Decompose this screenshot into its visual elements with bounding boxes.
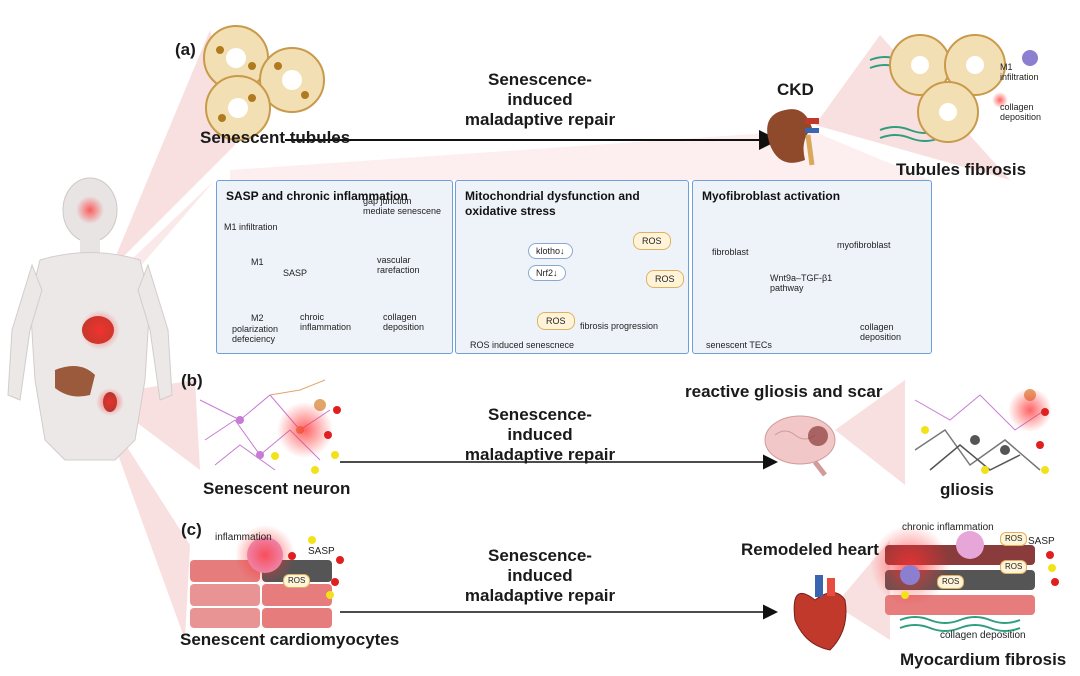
myofibroblast-label: myofibroblast — [837, 240, 891, 250]
arrow-a-text: Senescence- induced maladaptive repair — [464, 70, 616, 129]
senescent-tecs-label: senescent TECs — [706, 340, 772, 350]
gap-junction-label: gap junction mediate senescene — [363, 196, 442, 216]
funnel-a — [110, 30, 235, 270]
senescent-tubules-illustration — [203, 25, 325, 141]
human-body-icon — [7, 177, 173, 461]
box3-collagen-label: collagen deposition — [860, 322, 902, 342]
pathway-label: Wnt9a–TGF-β1 pathway — [770, 273, 833, 293]
ros-badge-3: ROS — [537, 312, 575, 330]
senescent-cardiomyocytes-illustration — [190, 525, 344, 628]
funnel-brain — [835, 380, 905, 485]
brain-icon — [764, 415, 836, 477]
ros-c-right-2: ROS — [937, 575, 965, 589]
fibrosis-progression-label: fibrosis progression — [580, 321, 659, 331]
box1-collagen-label: collagen deposition — [383, 312, 425, 332]
remodeled-heart-label: Remodeled heart — [741, 540, 879, 559]
panel-a-label: (a) — [175, 40, 196, 59]
ros-badge-1: ROS — [633, 232, 671, 250]
funnel-c — [100, 405, 190, 640]
m1-infiltration-label: M1 infiltration — [224, 222, 278, 232]
gliosis-illustration — [914, 388, 1052, 474]
ros-induced-label: ROS induced senescnece — [470, 340, 575, 350]
ros-c-left: ROS — [283, 574, 311, 588]
ckd-label: CKD — [777, 80, 814, 99]
box-sasp-title: SASP and chronic inflammation — [226, 189, 408, 203]
m2-label: M2 — [251, 313, 264, 323]
ros-badge-2: ROS — [646, 270, 684, 288]
senescent-neuron-illustration — [199, 379, 341, 474]
senescent-neuron-label: Senescent neuron — [203, 479, 351, 498]
arrow-c-text: Senescence- induced maladaptive repair — [464, 546, 616, 605]
gliosis-label: gliosis — [940, 480, 994, 499]
klotho-label: klotho↓ — [528, 243, 573, 259]
myocardium-fibrosis-label: Myocardium fibrosis — [900, 650, 1067, 669]
fibroblast-label: fibroblast — [712, 247, 749, 257]
box-sasp: SASP and chronic inflammation — [216, 180, 453, 354]
sasp-c-right-label: SASP — [1028, 536, 1055, 547]
ros-c-right-3: ROS — [1000, 560, 1028, 574]
box-myofibroblast: Myofibroblast activation — [692, 180, 932, 354]
m1-label: M1 — [251, 257, 264, 267]
tubules-fibrosis-illustration — [869, 34, 1038, 143]
m1-infiltration-annotation: M1 infiltration — [1000, 62, 1039, 82]
funnel-ckd-box — [230, 130, 930, 180]
box-mitochondria-title: Mitochondrial dysfunction and oxidative … — [465, 189, 640, 218]
vascular-rarefaction-label: vascular rarefaction — [377, 255, 420, 275]
inflammation-label: inflammation — [215, 532, 272, 543]
box-myofibroblast-title: Myofibroblast activation — [702, 189, 841, 203]
nrf2-label: Nrf2↓ — [528, 265, 566, 281]
chronic-inflammation-c-label: chronic inflammation — [902, 522, 994, 533]
funnel-ckd — [815, 35, 1010, 180]
sasp-label: SASP — [283, 268, 308, 278]
kidney-icon — [767, 109, 819, 166]
tubules-fibrosis-label: Tubules fibrosis — [896, 160, 1027, 179]
panel-b-label: (b) — [181, 371, 203, 390]
chronic-inflammation-label: chroic inflammation — [300, 312, 352, 332]
m2-note: polarization defeciency — [232, 324, 279, 344]
collagen-deposition-c-label: collagen deposition — [940, 630, 1026, 641]
heart-icon — [793, 575, 847, 651]
ros-c-right-1: ROS — [1000, 532, 1028, 546]
arrow-b-text: Senescence- induced maladaptive repair — [464, 405, 616, 464]
collagen-deposition-annotation: collagen deposition — [1000, 102, 1042, 122]
senescent-cardiomyocytes-label: Senescent cardiomyocytes — [180, 630, 400, 649]
sasp-c-label: SASP — [308, 546, 335, 557]
senescent-tubules-label: Senescent tubules — [200, 128, 351, 147]
reactive-gliosis-label: reactive gliosis and scar — [685, 382, 883, 401]
panel-c-label: (c) — [181, 520, 202, 539]
